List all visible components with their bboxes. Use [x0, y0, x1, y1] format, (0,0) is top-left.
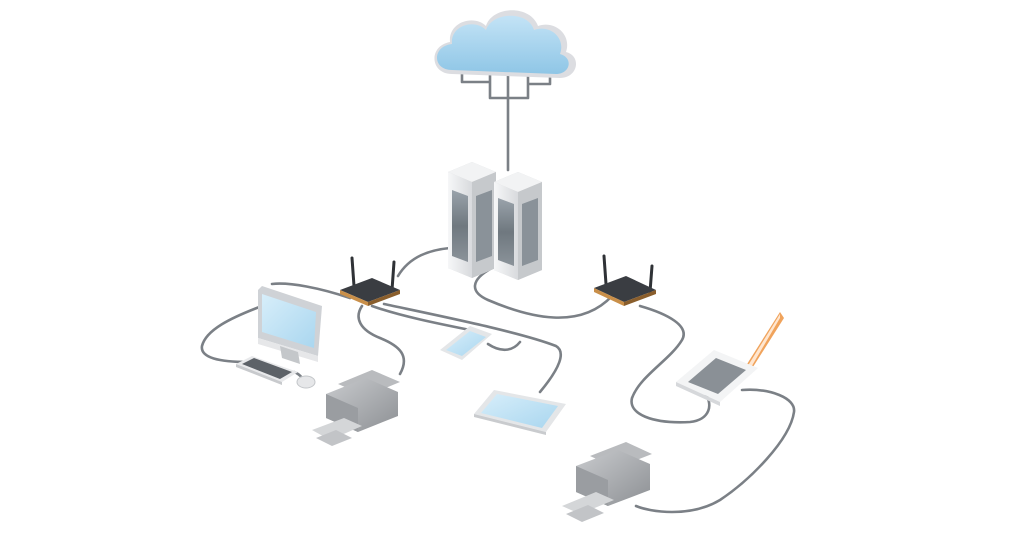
- printer-icon: [562, 442, 652, 522]
- server-tower-icon: [448, 162, 496, 278]
- cable-server-router-left: [396, 246, 452, 278]
- smartphone-icon: [440, 326, 492, 360]
- cable-server-router-right: [473, 266, 614, 319]
- cable-router-smartphone: [370, 304, 522, 352]
- cable-router-tablet: [382, 302, 562, 394]
- wireless-router-icon: [340, 256, 400, 306]
- laptop-icon: [676, 312, 784, 406]
- cable-router-laptop: [630, 304, 711, 424]
- cables: [200, 68, 796, 514]
- cable-desktop-keyboard: [200, 304, 264, 364]
- cable-laptop-printer-right: [634, 388, 796, 514]
- keyboard-icon: [236, 356, 298, 385]
- mouse-icon: [296, 375, 316, 389]
- server-tower-icon: [494, 172, 542, 280]
- cloud-icon: [434, 10, 577, 79]
- tablet-icon: [474, 390, 566, 435]
- desktop-monitor-icon: [258, 286, 322, 364]
- cable-router-desktop: [270, 282, 352, 300]
- wireless-router-icon: [594, 254, 656, 306]
- cable-router-printer-left: [357, 304, 406, 376]
- cable-cloud-server: [460, 68, 552, 172]
- printer-icon: [312, 370, 400, 446]
